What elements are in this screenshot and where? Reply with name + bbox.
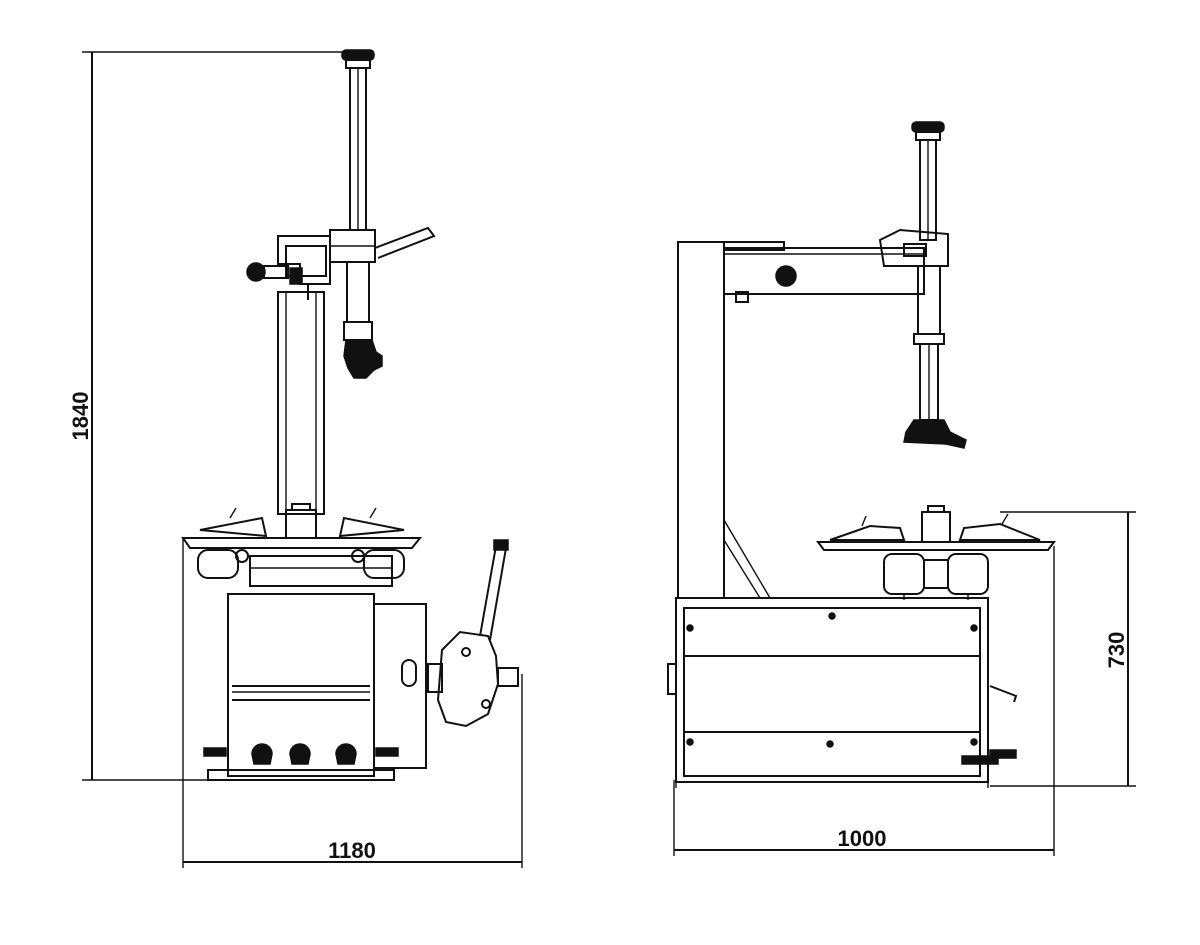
front-tool-shaft xyxy=(329,49,436,379)
side-column xyxy=(677,241,771,599)
height-dimension: 1840 xyxy=(68,51,372,781)
side-depth-dimension: 1000 xyxy=(673,546,1055,856)
side-depth-label: 1000 xyxy=(838,826,887,851)
height-dimension-label: 1840 xyxy=(68,392,93,441)
side-arm xyxy=(723,228,949,303)
table-height-dimension: 730 xyxy=(990,511,1136,787)
table-height-label: 730 xyxy=(1104,632,1129,669)
side-base-cabinet xyxy=(667,597,1018,788)
side-turntable xyxy=(816,505,1056,600)
front-width-label: 1180 xyxy=(328,838,376,863)
side-tool-shaft xyxy=(903,121,967,449)
side-view: 1000 730 xyxy=(667,121,1136,856)
front-column xyxy=(246,235,331,515)
front-turntable xyxy=(181,503,423,587)
front-view: 1840 1180 xyxy=(68,49,523,868)
front-base-cabinet xyxy=(203,539,519,781)
front-width-dimension: 1180 xyxy=(182,538,523,868)
